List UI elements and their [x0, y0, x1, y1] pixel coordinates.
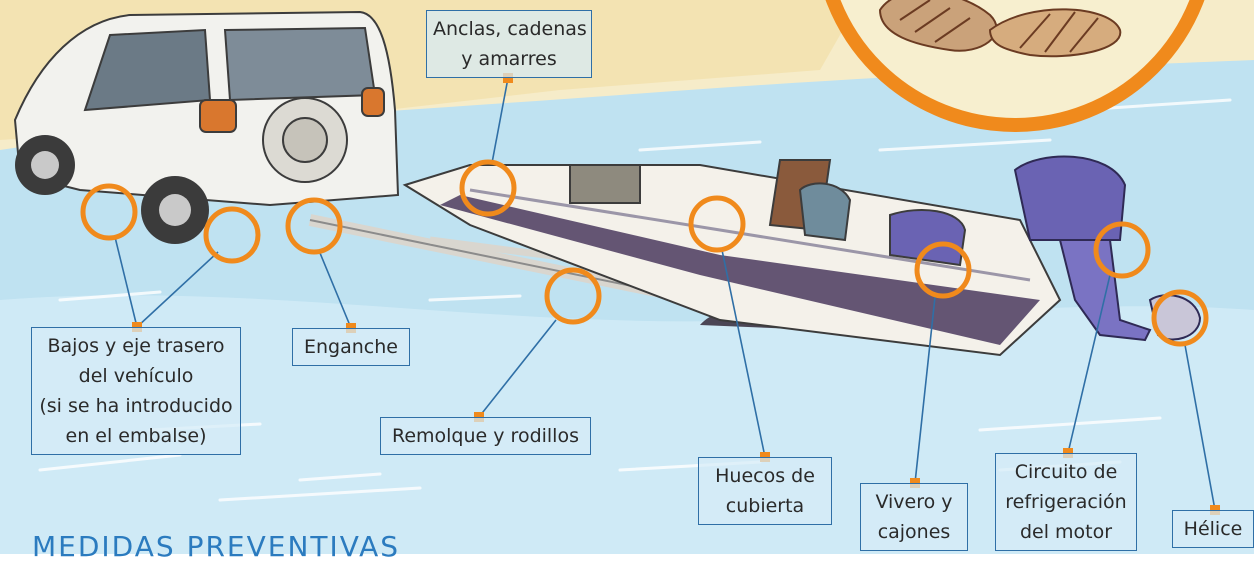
leader-lines [114, 77, 1216, 511]
label-bajos-line4: en el embalse) [65, 425, 207, 447]
label-vivero-line2: cajones [877, 521, 951, 543]
label-remolque-line1: Remolque y rodillos [391, 425, 579, 447]
highlight-rings [80, 159, 1209, 347]
car-illustration [13, 10, 400, 244]
label-bajos-line2: del vehículo [78, 365, 194, 387]
label-helice: Hélice [1172, 510, 1254, 548]
label-bajos: Bajos y eje trasero del vehículo (si se … [31, 327, 241, 455]
label-enganche-line1: Enganche [304, 336, 398, 358]
label-circuito-line2: refrigeración [1005, 491, 1127, 513]
label-circuito-line1: Circuito de [1014, 461, 1118, 483]
label-anclas: Anclas, cadenas y amarres [426, 10, 592, 78]
label-remolque: Remolque y rodillos [380, 417, 591, 455]
label-huecos-line1: Huecos de [715, 465, 815, 487]
label-anclas-line1: Anclas, cadenas [433, 18, 587, 40]
section-heading: MEDIDAS PREVENTIVAS [32, 530, 401, 563]
label-bajos-line3: (si se ha introducido [39, 395, 233, 417]
label-circuito: Circuito de refrigeración del motor [995, 453, 1137, 551]
label-anclas-line2: y amarres [461, 48, 557, 70]
label-vivero-line1: Vivero y [875, 491, 953, 513]
label-bajos-line1: Bajos y eje trasero [47, 335, 225, 357]
label-vivero: Vivero y cajones [860, 483, 968, 551]
label-huecos: Huecos de cubierta [698, 457, 832, 525]
mussel-inset [825, 0, 1205, 132]
label-enganche: Enganche [292, 328, 410, 366]
boat-illustration [402, 159, 1062, 357]
label-circuito-line3: del motor [1019, 521, 1113, 543]
label-helice-line1: Hélice [1183, 518, 1243, 540]
label-huecos-line2: cubierta [725, 495, 805, 517]
